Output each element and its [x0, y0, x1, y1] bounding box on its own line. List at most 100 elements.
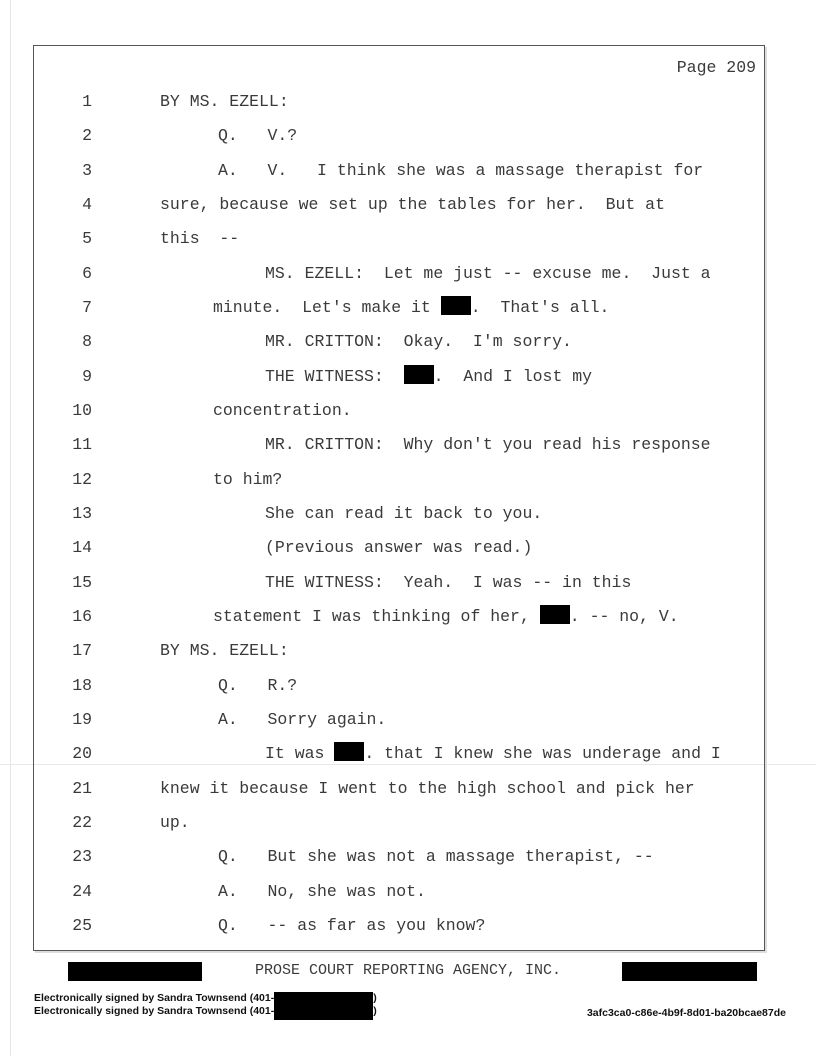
text-segment: Q. V.? [218, 126, 298, 146]
line-number: 22 [72, 812, 92, 832]
text-segment: Q. But she was not a massage therapist, … [218, 847, 654, 867]
line-text: THE WITNESS: Yeah. I was -- in this [265, 566, 631, 600]
line-number: 7 [82, 297, 92, 317]
text-segment: It was [265, 744, 335, 764]
text-segment: Q. -- as far as you know? [218, 915, 486, 935]
text-segment: She can read it back to you. [265, 503, 543, 523]
line-number: 25 [72, 915, 92, 935]
line-text: A. Sorry again. [218, 703, 386, 737]
line-text: concentration. [213, 394, 352, 428]
transcript-line: 11 MR. CRITTON: Why don't you read his re… [0, 428, 816, 462]
text-segment: concentration. [213, 400, 352, 420]
line-number: 9 [82, 366, 92, 386]
line-text: Q. V.? [218, 119, 297, 153]
line-number: 11 [72, 435, 92, 455]
text-segment: . that I knew she was underage and I [364, 744, 721, 764]
text-segment: statement I was thinking of her, [213, 606, 540, 626]
line-number: 16 [72, 606, 92, 626]
line-number: 3 [82, 160, 92, 180]
redaction-box [440, 295, 471, 315]
text-segment: knew it because I went to the high schoo… [160, 778, 695, 798]
text-segment: A. V. I think she was a massage therapis… [218, 160, 704, 180]
transcript-line: 3 A. V. I think she was a massage therapi… [0, 154, 816, 188]
line-text: BY MS. EZELL: [160, 634, 289, 668]
line-number: 5 [82, 229, 92, 249]
line-text: It was . that I knew she was underage an… [265, 737, 721, 771]
court-reporting-agency: PROSE COURT REPORTING AGENCY, INC. [254, 962, 562, 979]
transcript-line: 17 BY MS. EZELL: [0, 634, 816, 668]
text-segment: MR. CRITTON: Why don't you read his resp… [265, 435, 711, 455]
transcript-page-frame [33, 45, 765, 951]
line-text: sure, because we set up the tables for h… [160, 188, 665, 222]
text-segment: A. No, she was not. [218, 881, 426, 901]
redaction-box [539, 604, 570, 624]
transcript-line: 25 Q. -- as far as you know? [0, 909, 816, 943]
signature-phone-redaction [274, 992, 374, 1020]
line-number: 17 [72, 641, 92, 661]
line-text: statement I was thinking of her, . -- no… [213, 600, 679, 634]
text-segment: . -- no, V. [569, 606, 679, 626]
line-number: 2 [82, 126, 92, 146]
signature-close-paren-1: ) [373, 992, 377, 1004]
text-segment: to him? [213, 469, 283, 489]
transcript-line: 12 to him? [0, 463, 816, 497]
scan-artifact-line [0, 764, 816, 765]
text-segment: minute. Let's make it [213, 297, 441, 317]
line-number: 19 [72, 709, 92, 729]
footer-redaction-right [622, 962, 757, 981]
line-text: BY MS. EZELL: [160, 85, 289, 119]
transcript-line: 13 She can read it back to you. [0, 497, 816, 531]
text-segment: MR. CRITTON: Okay. I'm sorry. [265, 332, 572, 352]
line-number: 12 [72, 469, 92, 489]
line-number: 21 [72, 778, 92, 798]
transcript-line: 15 THE WITNESS: Yeah. I was -- in this [0, 566, 816, 600]
line-text: She can read it back to you. [265, 497, 542, 531]
line-number: 1 [82, 92, 92, 111]
transcript-line: 14(Previous answer was read.) [0, 531, 816, 565]
line-text: (Previous answer was read.) [265, 531, 532, 565]
text-segment: this -- [160, 229, 240, 249]
line-text: Q. But she was not a massage therapist, … [218, 840, 654, 874]
line-number: 4 [82, 194, 92, 214]
transcript-line: 2 Q. V.? [0, 119, 816, 153]
transcript-line: 16 statement I was thinking of her, . -- … [0, 600, 816, 634]
text-segment: (Previous answer was read.) [265, 538, 533, 558]
line-number: 18 [72, 675, 92, 695]
text-segment: BY MS. EZELL: [160, 641, 289, 661]
text-segment: BY MS. EZELL: [160, 92, 289, 111]
transcript-line: 18 Q. R.? [0, 669, 816, 703]
line-text: MR. CRITTON: Okay. I'm sorry. [265, 325, 572, 359]
text-segment: Q. R.? [218, 675, 298, 695]
transcript-lines: 1 BY MS. EZELL: 2 Q. V.? 3 A. V. I think she … [0, 85, 816, 943]
page-number: Page 209 [676, 58, 756, 77]
transcript-line: 19 A. Sorry again. [0, 703, 816, 737]
electronic-signature-1: Electronically signed by Sandra Townsend… [34, 992, 275, 1004]
signature-text-column: Electronically signed by Sandra Townsend… [34, 992, 274, 1018]
line-text: Q. -- as far as you know? [218, 909, 485, 943]
text-segment: THE WITNESS: Yeah. I was -- in this [265, 572, 632, 592]
signature-paren-column: ) ) [373, 992, 377, 1018]
document-hash: 3afc3ca0-c86e-4b9f-8d01-ba20bcae87de [586, 1007, 786, 1019]
line-text: MR. CRITTON: Why don't you read his resp… [265, 428, 711, 462]
transcript-line: 21 knew it because I went to the high sch… [0, 772, 816, 806]
line-number: 8 [82, 332, 92, 352]
text-segment: THE WITNESS: [265, 366, 404, 386]
line-number: 15 [72, 572, 92, 592]
transcript-line: 5 this -- [0, 222, 816, 256]
transcript-line: 24 A. No, she was not. [0, 875, 816, 909]
transcript-line: 1 BY MS. EZELL: [0, 85, 816, 119]
line-number: 24 [72, 881, 92, 901]
line-text: Q. R.? [218, 669, 297, 703]
transcript-line: 8 MR. CRITTON: Okay. I'm sorry. [0, 325, 816, 359]
electronic-signature-block: Electronically signed by Sandra Townsend… [34, 992, 377, 1020]
signature-close-paren-2: ) [373, 1005, 377, 1017]
redaction-box [334, 742, 365, 762]
line-number: 13 [72, 503, 92, 523]
